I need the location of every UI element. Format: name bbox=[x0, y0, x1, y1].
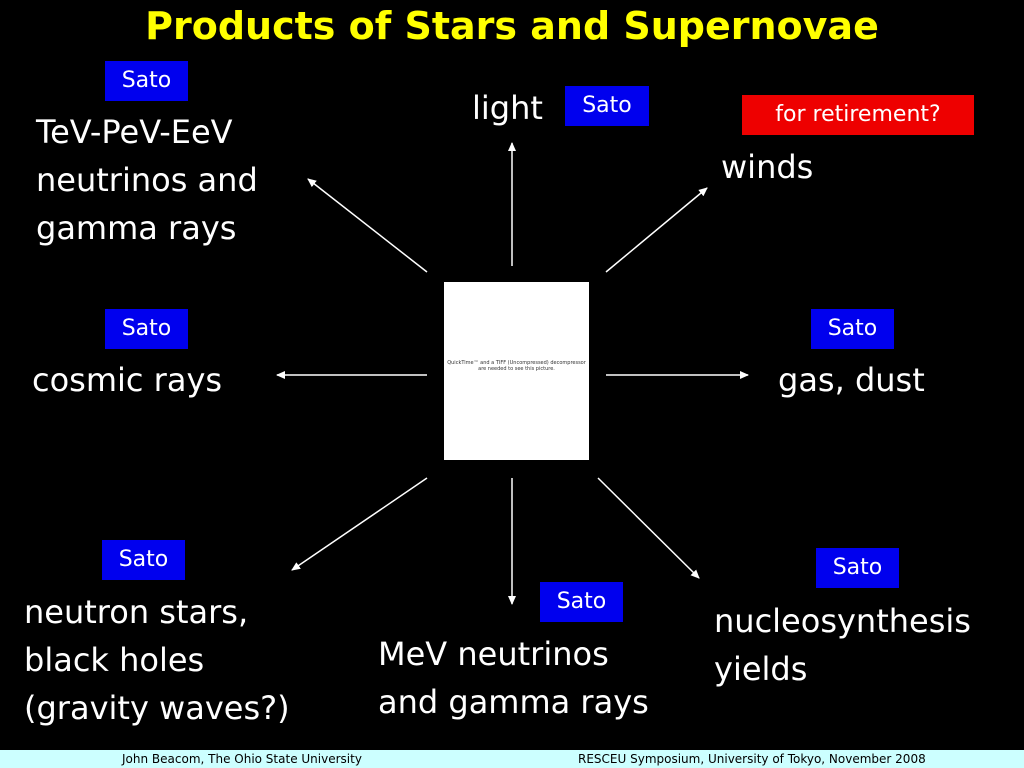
tag-cosmic-rays: Sato bbox=[105, 309, 188, 349]
arrow-to-neutrinos-high bbox=[307, 178, 428, 273]
tag-winds: for retirement? bbox=[742, 95, 974, 135]
arrow-to-nucleosynthesis bbox=[597, 477, 700, 579]
footer-event: RESCEU Symposium, University of Tokyo, N… bbox=[578, 752, 926, 766]
arrow-to-winds bbox=[605, 187, 708, 273]
footer-author: John Beacom, The Ohio State University bbox=[122, 752, 362, 766]
footer-bar: John Beacom, The Ohio State University R… bbox=[0, 750, 1024, 768]
tag-light: Sato bbox=[565, 86, 649, 126]
label-mev: MeV neutrinos and gamma rays bbox=[378, 635, 649, 721]
tag-mev: Sato bbox=[540, 582, 623, 622]
tag-compact-objects: Sato bbox=[102, 540, 185, 580]
tag-neutrinos-high: Sato bbox=[105, 61, 188, 101]
tag-nucleosynthesis: Sato bbox=[816, 548, 899, 588]
slide-title: Products of Stars and Supernovae bbox=[145, 4, 879, 48]
label-compact-objects: neutron stars, black holes (gravity wave… bbox=[24, 593, 290, 727]
label-gas-dust: gas, dust bbox=[778, 361, 925, 399]
tag-gas-dust: Sato bbox=[811, 309, 894, 349]
label-neutrinos-high: TeV-PeV-EeV neutrinos and gamma rays bbox=[36, 113, 258, 247]
label-cosmic-rays: cosmic rays bbox=[32, 361, 223, 399]
arrow-to-compact-objects bbox=[291, 477, 428, 571]
quicktime-placeholder-text: QuickTime™ and a TIFF (Uncompressed) dec… bbox=[447, 360, 586, 372]
label-nucleosynthesis: nucleosynthesis yields bbox=[714, 602, 971, 688]
center-image-placeholder: QuickTime™ and a TIFF (Uncompressed) dec… bbox=[444, 282, 589, 460]
label-winds: winds bbox=[721, 148, 814, 186]
label-light: light bbox=[472, 89, 543, 127]
